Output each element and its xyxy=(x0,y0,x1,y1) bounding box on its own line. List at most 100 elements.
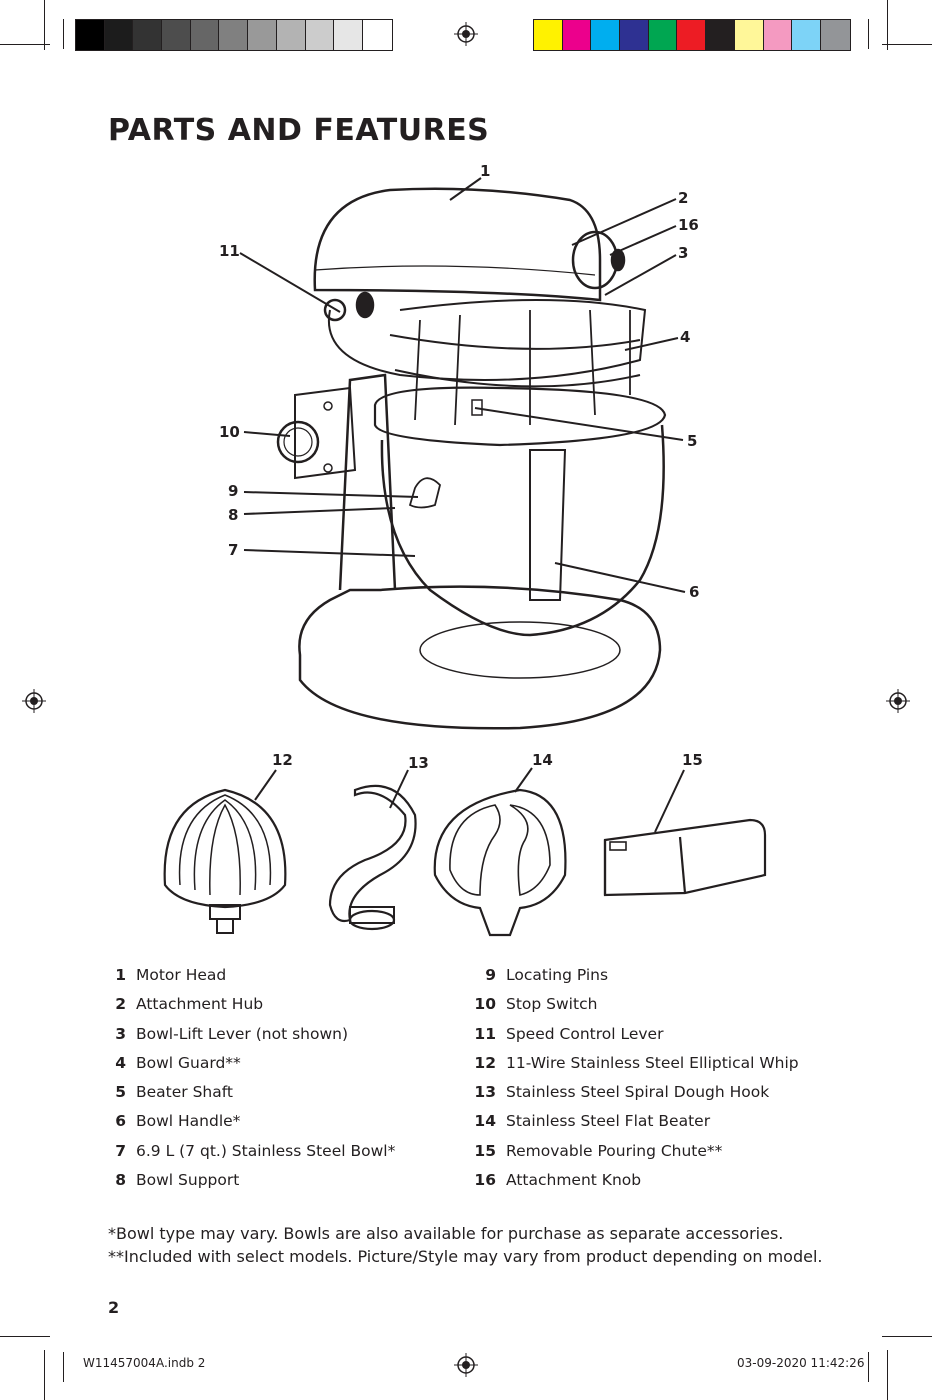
registration-mark-icon xyxy=(454,22,478,46)
part-number: 11 xyxy=(474,1024,496,1043)
color-swatch xyxy=(248,20,277,50)
part-number: 3 xyxy=(115,1024,126,1043)
color-swatch xyxy=(334,20,363,50)
part-number: 4 xyxy=(115,1053,126,1072)
callout-number: 3 xyxy=(678,244,689,262)
select-models-note: **Included with select models. Picture/S… xyxy=(108,1247,823,1266)
registration-mark-icon xyxy=(886,689,910,713)
part-row: 11 Speed Control Lever xyxy=(470,1025,799,1054)
part-label: Bowl Handle* xyxy=(136,1112,241,1131)
crop-mark xyxy=(887,1350,888,1400)
part-label: Bowl Guard** xyxy=(136,1053,241,1072)
part-label: Stainless Steel Spiral Dough Hook xyxy=(506,1083,770,1102)
part-row: 5 Beater Shaft xyxy=(100,1083,395,1112)
color-swatch xyxy=(76,20,105,50)
color-swatch xyxy=(104,20,134,50)
part-label: Speed Control Lever xyxy=(506,1024,664,1043)
color-swatch xyxy=(620,20,649,50)
part-label: Bowl-Lift Lever (not shown) xyxy=(136,1024,349,1043)
part-row: 14 Stainless Steel Flat Beater xyxy=(470,1112,799,1141)
color-swatch xyxy=(534,20,563,50)
callout-number: 16 xyxy=(678,216,699,234)
part-number: 12 xyxy=(474,1053,496,1072)
part-label: Motor Head xyxy=(136,966,227,984)
crop-mark xyxy=(0,1336,50,1337)
page-number: 2 xyxy=(108,1298,120,1317)
callout-number: 6 xyxy=(689,583,700,601)
part-label: Locating Pins xyxy=(506,966,609,984)
color-swatch xyxy=(219,20,249,50)
callout-number: 12 xyxy=(272,751,293,769)
color-swatch xyxy=(706,20,735,50)
part-label: 6.9 L (7 qt.) Stainless Steel Bowl* xyxy=(136,1141,396,1160)
color-swatch xyxy=(792,20,821,50)
part-label: Attachment Hub xyxy=(136,995,264,1014)
part-label: Stainless Steel Flat Beater xyxy=(506,1112,711,1131)
part-number: 14 xyxy=(474,1112,496,1131)
part-row: 2 Attachment Hub xyxy=(100,995,395,1024)
color-swatch xyxy=(763,20,793,50)
callout-number: 5 xyxy=(687,432,698,450)
part-row: 3 Bowl-Lift Lever (not shown) xyxy=(100,1025,395,1054)
part-number: 1 xyxy=(115,966,126,984)
color-swatch xyxy=(820,20,850,50)
part-row: 7 6.9 L (7 qt.) Stainless Steel Bowl* xyxy=(100,1142,395,1171)
callout-number: 8 xyxy=(228,506,239,524)
page-title: PARTS AND FEATURES xyxy=(108,113,490,148)
color-swatch xyxy=(734,20,764,50)
crop-mark xyxy=(882,44,932,45)
part-row: 12 11-Wire Stainless Steel Elliptical Whi… xyxy=(470,1053,799,1083)
callout-number: 4 xyxy=(680,328,691,346)
color-swatch xyxy=(677,20,707,50)
callout-number: 15 xyxy=(682,751,703,769)
flat-beater-icon xyxy=(433,788,567,937)
part-number: 10 xyxy=(474,995,496,1014)
color-swatch xyxy=(162,20,191,50)
part-number: 7 xyxy=(115,1141,126,1160)
crop-mark xyxy=(0,44,50,45)
callout-number: 9 xyxy=(228,482,239,500)
callout-number: 11 xyxy=(219,242,240,260)
crop-mark xyxy=(44,1350,45,1400)
elliptical-whip-icon xyxy=(163,788,287,934)
timestamp-slug: 03-09-2020 11:42:26 xyxy=(737,1356,865,1370)
accessories-illustration xyxy=(163,784,767,937)
color-swatch xyxy=(648,20,678,50)
crop-mark xyxy=(44,0,45,50)
part-row: 8 Bowl Support xyxy=(100,1171,395,1200)
callout-number: 14 xyxy=(532,751,553,769)
crop-mark xyxy=(868,1352,869,1382)
stand-mixer-illustration xyxy=(276,187,667,730)
bowl-type-note: *Bowl type may vary. Bowls are also avai… xyxy=(108,1224,784,1243)
part-number: 5 xyxy=(115,1083,126,1102)
part-label: Beater Shaft xyxy=(136,1083,234,1102)
color-swatch xyxy=(133,20,163,50)
part-number: 15 xyxy=(474,1141,496,1160)
part-label: Attachment Knob xyxy=(506,1171,642,1190)
part-row: 9 Locating Pins xyxy=(470,966,799,995)
part-label: 11-Wire Stainless Steel Elliptical Whip xyxy=(506,1053,799,1072)
callout-number: 7 xyxy=(228,541,239,559)
part-number: 13 xyxy=(474,1083,496,1102)
process-color-bar xyxy=(533,19,851,51)
part-row: 1 Motor Head xyxy=(100,966,395,995)
part-number: 9 xyxy=(485,966,496,984)
part-row: 13 Stainless Steel Spiral Dough Hook xyxy=(470,1083,799,1112)
file-slug: W11457004A.indb 2 xyxy=(83,1356,206,1370)
part-number: 8 xyxy=(115,1171,126,1190)
crop-mark xyxy=(868,19,869,49)
part-number: 2 xyxy=(115,995,126,1014)
pouring-chute-icon xyxy=(603,818,767,897)
grayscale-color-bar xyxy=(75,19,393,51)
color-swatch xyxy=(591,20,621,50)
registration-mark-icon xyxy=(22,689,46,713)
color-swatch xyxy=(276,20,306,50)
registration-mark-icon xyxy=(454,1353,478,1377)
crop-mark xyxy=(882,1336,932,1337)
part-label: Bowl Support xyxy=(136,1171,240,1190)
parts-list-left: 1 Motor Head 2 Attachment Hub 3 Bowl-Lift Lev… xyxy=(100,966,395,1200)
